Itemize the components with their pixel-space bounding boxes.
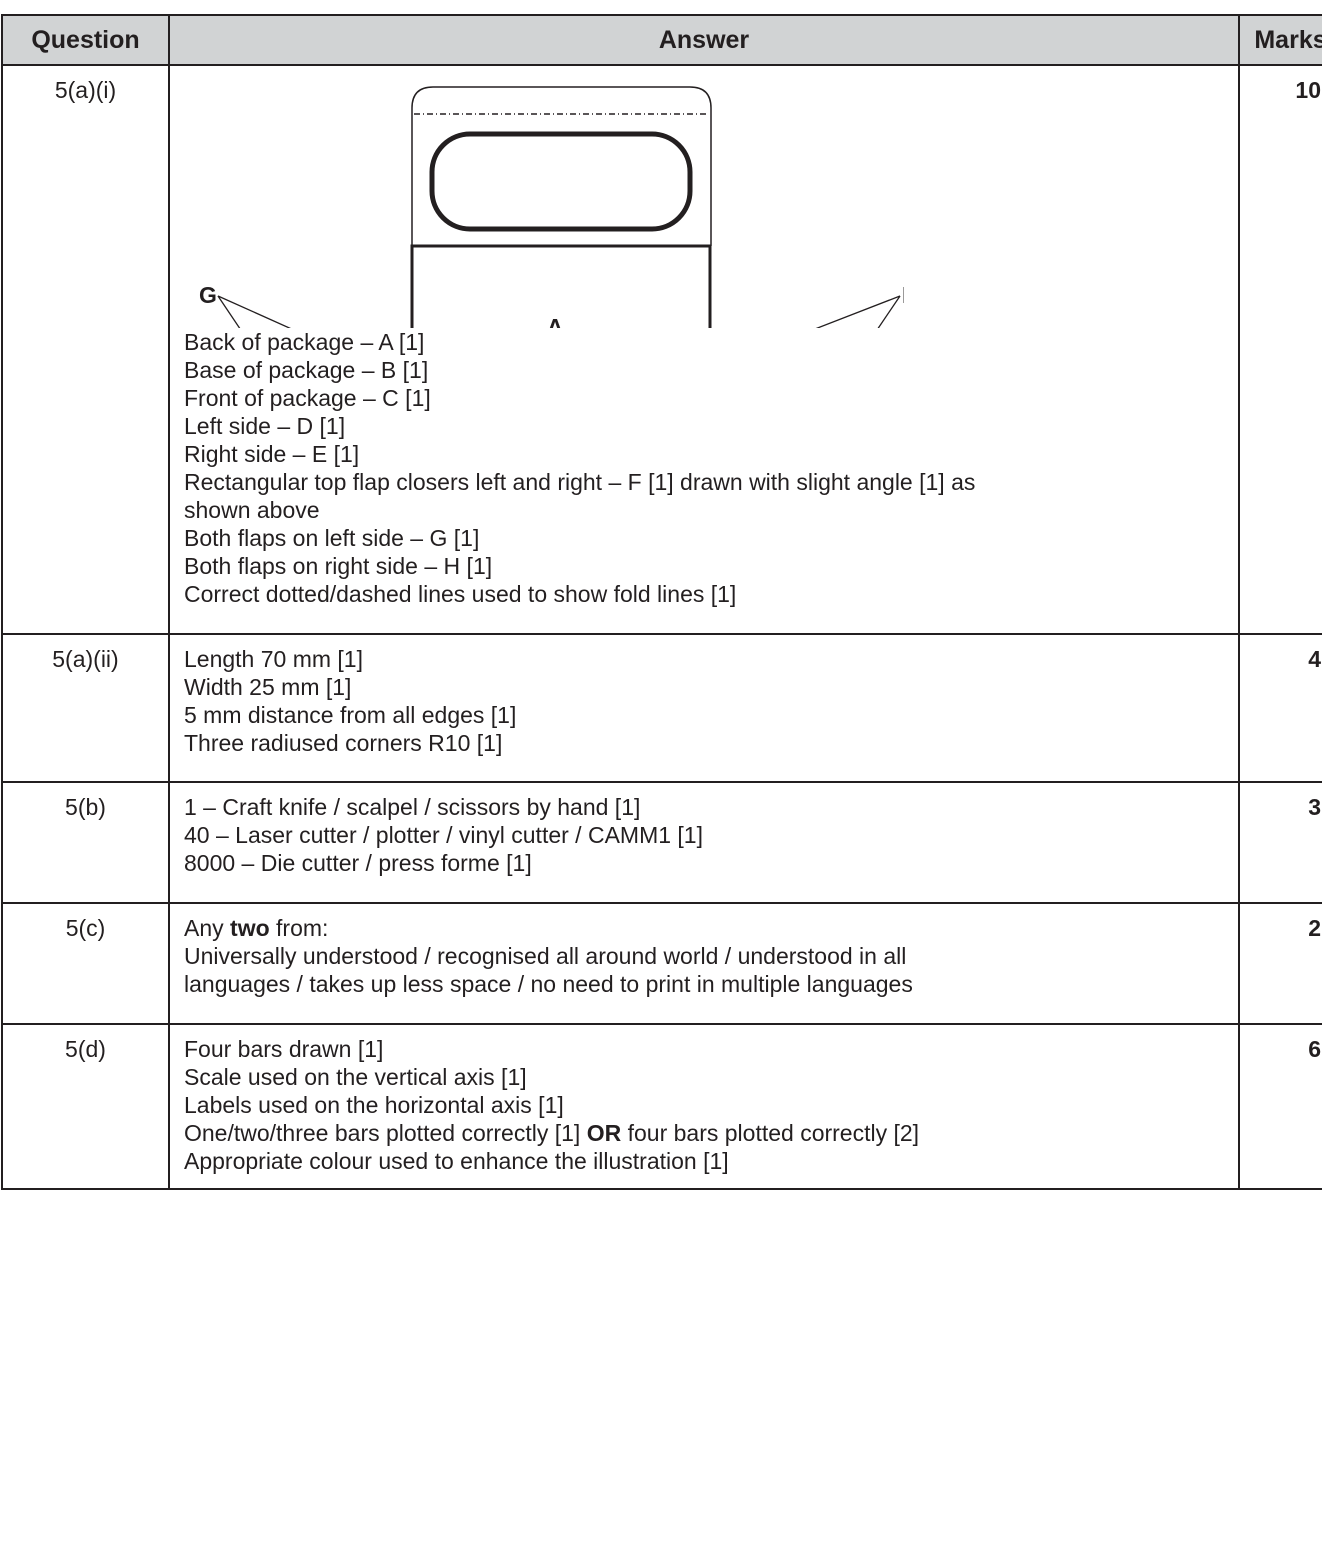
panel-a (410, 244, 712, 328)
answer-line: shown above (184, 497, 320, 523)
answer-line: 1 – Craft knife / scalpel / scissors by … (184, 794, 641, 820)
question-number: 5(a)(i) (1, 64, 170, 635)
marks-value: 2 (1238, 902, 1322, 1025)
leader-g-bottom (217, 295, 241, 328)
answer-line: Labels used on the horizontal axis [1] (184, 1092, 564, 1118)
answer-line: Width 25 mm [1] (184, 674, 352, 700)
answer-line: Back of package – A [1] (184, 329, 425, 355)
answer-cell: Length 70 mm [1] Width 25 mm [1] 5 mm di… (168, 633, 1240, 783)
package-net-diagram: G H A B C D E F F (199, 86, 904, 328)
answer-cell: G H A B C D E F F Back of package – A [1… (168, 64, 1240, 635)
label-a: A (547, 314, 564, 328)
answer-line: 8000 – Die cutter / press forme [1] (184, 850, 532, 876)
table-row: 5(b) 1 – Craft knife / scalpel / scissor… (1, 781, 1322, 904)
intro-text: from: (269, 915, 329, 941)
header-marks: Marks (1238, 14, 1322, 66)
question-number: 5(b) (1, 781, 170, 904)
intro-text: Any (184, 915, 231, 941)
handle-panel (411, 86, 712, 246)
answer-line: Front of package – C [1] (184, 385, 431, 411)
marks-value: 6 (1238, 1023, 1322, 1190)
answer-line: languages / takes up less space / no nee… (184, 971, 913, 997)
answer-line: Three radiused corners R10 [1] (184, 730, 503, 756)
label-h: H (902, 282, 904, 308)
answer-line: Both flaps on right side – H [1] (184, 553, 493, 579)
marks-value: 3 (1238, 781, 1322, 904)
mark-scheme-table: Question Answer Marks 5(a)(i) (1, 14, 1322, 1190)
answer-line: Correct dotted/dashed lines used to show… (184, 581, 737, 607)
answer-line: Both flaps on left side – G [1] (184, 525, 480, 551)
header-question: Question (1, 14, 170, 66)
answer-line: 40 – Laser cutter / plotter / vinyl cutt… (184, 822, 703, 848)
handle-cutout (429, 131, 693, 232)
table-row: 5(d) Four bars drawn [1] Scale used on t… (1, 1023, 1322, 1190)
answer-cell: Four bars drawn [1] Scale used on the ve… (168, 1023, 1240, 1190)
marks-value: 10 (1238, 64, 1322, 635)
table-row: 5(a)(i) (1, 64, 1322, 635)
leader-h-top (815, 295, 901, 328)
answer-line: 5 mm distance from all edges [1] (184, 702, 517, 728)
answer-line: Scale used on the vertical axis [1] (184, 1064, 527, 1090)
leader-h-bottom (877, 295, 901, 328)
or-text: four bars plotted correctly [2] (621, 1120, 920, 1146)
or-text: One/two/three bars plotted correctly [1] (184, 1120, 587, 1146)
answer-line: Length 70 mm [1] (184, 646, 363, 672)
table-row: 5(c) Any two from: Universally understoo… (1, 902, 1322, 1025)
or-bold: OR (586, 1120, 622, 1146)
question-number: 5(d) (1, 1023, 170, 1190)
answer-line: Appropriate colour used to enhance the i… (184, 1148, 729, 1174)
table-row: 5(a)(ii) Length 70 mm [1] Width 25 mm [1… (1, 633, 1322, 783)
answer-line: Right side – E [1] (184, 441, 360, 467)
marks-value: 4 (1238, 633, 1322, 783)
question-number: 5(a)(ii) (1, 633, 170, 783)
answer-line-or: One/two/three bars plotted correctly [1]… (184, 1119, 1226, 1147)
question-number: 5(c) (1, 902, 170, 1025)
leader-g-top (217, 295, 291, 328)
header-answer: Answer (168, 14, 1240, 66)
answer-line: Universally understood / recognised all … (184, 943, 907, 969)
label-g: G (199, 282, 217, 308)
answer-cell: Any two from: Universally understood / r… (168, 902, 1240, 1025)
answer-line: Base of package – B [1] (184, 357, 429, 383)
header-row: Question Answer Marks (1, 14, 1322, 66)
answer-line: Left side – D [1] (184, 413, 346, 439)
answer-cell: 1 – Craft knife / scalpel / scissors by … (168, 781, 1240, 904)
answer-line: Rectangular top flap closers left and ri… (184, 469, 976, 495)
answer-line: Four bars drawn [1] (184, 1036, 384, 1062)
intro-bold: two (230, 915, 270, 941)
answer-intro: Any two from: (184, 914, 1226, 942)
